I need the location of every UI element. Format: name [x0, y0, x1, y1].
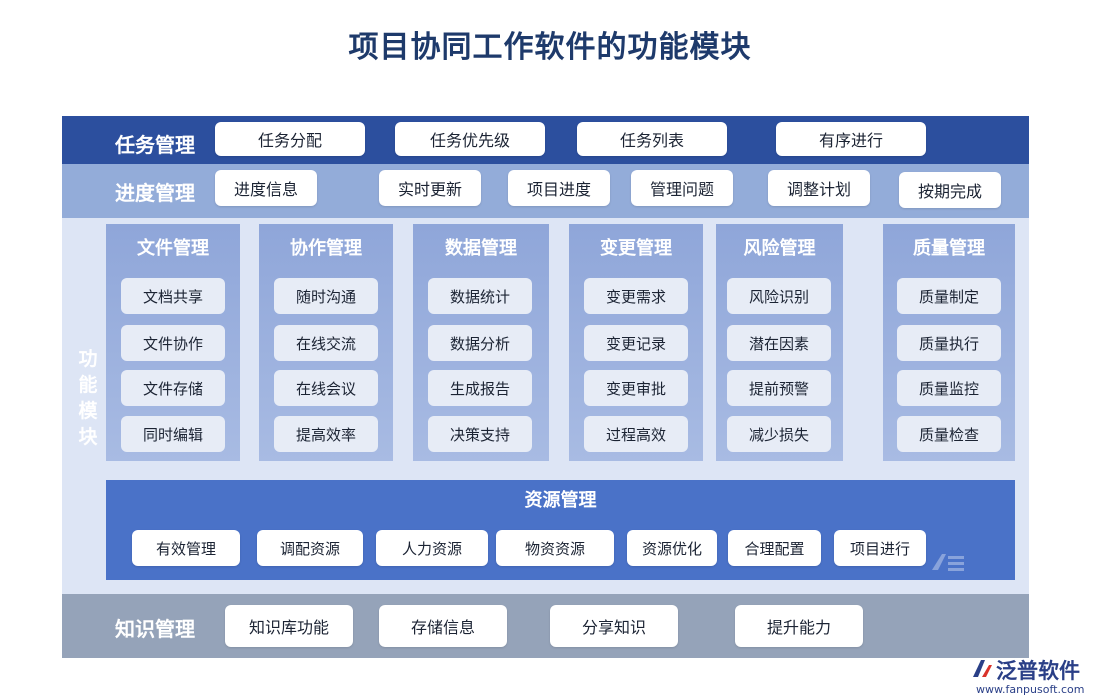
function-modules-label: 功 能 模 块 — [72, 346, 104, 450]
resource-chip: 项目进行 — [834, 530, 926, 566]
function-modules-label-char: 能 — [78, 374, 98, 396]
module-item: 质量执行 — [897, 325, 1001, 361]
knowledge-management-band: 知识管理 知识库功能 存储信息 分享知识 提升能力 — [62, 594, 1029, 658]
module-item: 随时沟通 — [274, 278, 378, 314]
module-item: 在线会议 — [274, 370, 378, 406]
resource-chip: 有效管理 — [132, 530, 240, 566]
module-item: 质量制定 — [897, 278, 1001, 314]
knowledge-chip: 知识库功能 — [225, 605, 353, 647]
module-title: 变更管理 — [600, 238, 672, 259]
resource-chip: 人力资源 — [376, 530, 488, 566]
fanpu-logo: 泛普软件 www.fanpusoft.com — [970, 655, 1095, 699]
module-item: 数据分析 — [428, 325, 532, 361]
module-item: 变更审批 — [584, 370, 688, 406]
progress-chip: 项目进度 — [508, 170, 610, 206]
resource-chip: 调配资源 — [257, 530, 363, 566]
module-title: 风险管理 — [743, 238, 816, 259]
task-chip: 任务优先级 — [395, 122, 545, 156]
module-item: 潜在因素 — [727, 325, 831, 361]
module-item: 数据统计 — [428, 278, 532, 314]
data-management-module: 数据管理 数据统计 数据分析 生成报告 决策支持 — [413, 224, 549, 461]
watermark-icon — [932, 554, 964, 571]
module-item: 减少损失 — [727, 416, 831, 452]
task-chip: 有序进行 — [776, 122, 926, 156]
module-title: 文件管理 — [137, 238, 209, 259]
resource-chip: 物资资源 — [496, 530, 614, 566]
resource-chip: 合理配置 — [728, 530, 821, 566]
knowledge-chip: 存储信息 — [379, 605, 507, 647]
diagram-title: 项目协同工作软件的功能模块 — [348, 30, 752, 65]
task-chip: 任务列表 — [577, 122, 727, 156]
progress-chip: 按期完成 — [899, 172, 1001, 208]
function-modules-label-char: 功 — [78, 348, 98, 370]
knowledge-chip: 分享知识 — [550, 605, 678, 647]
progress-chip: 实时更新 — [379, 170, 481, 206]
progress-management-band: 进度管理 进度信息 实时更新 项目进度 管理问题 调整计划 按期完成 — [62, 164, 1029, 218]
risk-management-module: 风险管理 风险识别 潜在因素 提前预警 减少损失 — [716, 224, 843, 461]
module-item: 过程高效 — [584, 416, 688, 452]
module-item: 文档共享 — [121, 278, 225, 314]
logo-name: 泛普软件 — [996, 659, 1080, 683]
function-modules-label-char: 块 — [78, 426, 98, 448]
resource-management-title: 资源管理 — [524, 490, 597, 511]
function-modules-label-char: 模 — [78, 400, 98, 422]
module-title: 质量管理 — [913, 238, 985, 259]
progress-chip: 管理问题 — [631, 170, 733, 206]
module-item: 决策支持 — [428, 416, 532, 452]
progress-management-label: 进度管理 — [115, 181, 195, 205]
knowledge-management-label: 知识管理 — [115, 617, 195, 641]
task-management-label: 任务管理 — [115, 133, 195, 157]
module-item: 质量监控 — [897, 370, 1001, 406]
module-item: 在线交流 — [274, 325, 378, 361]
module-item: 文件存储 — [121, 370, 225, 406]
module-item: 生成报告 — [428, 370, 532, 406]
progress-chip: 进度信息 — [215, 170, 317, 206]
progress-chip: 调整计划 — [768, 170, 870, 206]
module-item: 变更记录 — [584, 325, 688, 361]
change-management-module: 变更管理 变更需求 变更记录 变更审批 过程高效 — [569, 224, 703, 461]
collaboration-management-module: 协作管理 随时沟通 在线交流 在线会议 提高效率 — [259, 224, 393, 461]
module-item: 质量检查 — [897, 416, 1001, 452]
module-item: 提前预警 — [727, 370, 831, 406]
module-item: 风险识别 — [727, 278, 831, 314]
module-item: 同时编辑 — [121, 416, 225, 452]
fanpu-logo-icon — [973, 660, 992, 677]
knowledge-chip: 提升能力 — [735, 605, 863, 647]
module-item: 变更需求 — [584, 278, 688, 314]
quality-management-module: 质量管理 质量制定 质量执行 质量监控 质量检查 — [883, 224, 1015, 461]
task-chip: 任务分配 — [215, 122, 365, 156]
module-title: 数据管理 — [445, 238, 517, 259]
file-management-module: 文件管理 文档共享 文件协作 文件存储 同时编辑 — [106, 224, 240, 461]
resource-management-module: 资源管理 有效管理 调配资源 人力资源 物资资源 资源优化 合理配置 项目进行 — [106, 480, 1015, 580]
resource-chip: 资源优化 — [627, 530, 717, 566]
logo-url: www.fanpusoft.com — [976, 683, 1085, 696]
function-modules-band: 功 能 模 块 文件管理 文档共享 文件协作 文件存储 同时编辑 协作管理 随时… — [62, 218, 1029, 594]
module-item: 文件协作 — [121, 325, 225, 361]
task-management-band: 任务管理 任务分配 任务优先级 任务列表 有序进行 — [62, 116, 1029, 164]
module-item: 提高效率 — [274, 416, 378, 452]
module-title: 协作管理 — [290, 238, 362, 259]
